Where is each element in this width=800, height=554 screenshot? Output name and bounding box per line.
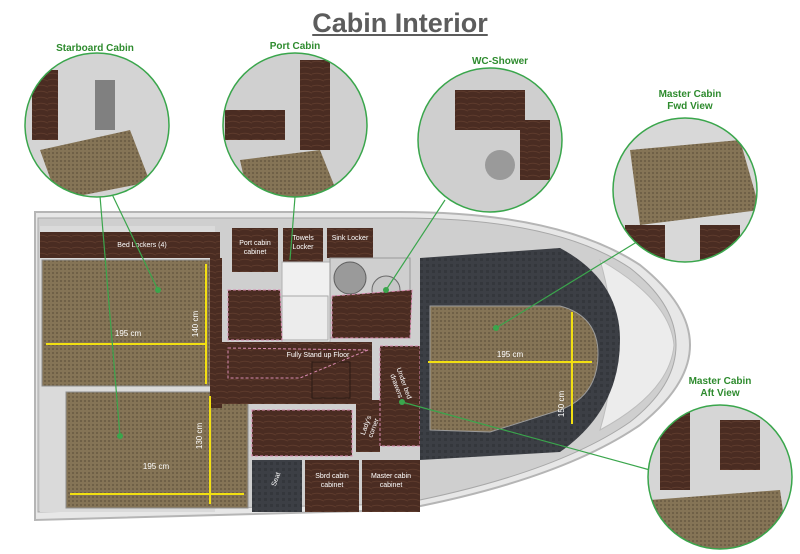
- leader-dots: [117, 287, 499, 439]
- sink-basin: [333, 261, 367, 295]
- dotted-panel-1: [227, 289, 283, 341]
- inset-master-fwd: [612, 117, 758, 263]
- port-cabin-cabinet-line1: Port cabin: [239, 240, 271, 247]
- upper-bed-length: 140 cm: [191, 311, 200, 338]
- master-bed-length: 150 cm: [557, 391, 566, 418]
- stairs: [281, 295, 329, 341]
- lower-bed-width: 195 cm: [143, 462, 170, 471]
- upper-bed-width: 195 cm: [115, 329, 142, 338]
- leader-lines: [99, 189, 651, 471]
- seat-label: Seat: [271, 471, 283, 487]
- dimensions: [46, 264, 592, 504]
- sink-locker: [327, 228, 373, 258]
- stbd-edge-wood: [210, 258, 222, 408]
- master-aft-view-label: Master Cabin Aft View: [688, 376, 752, 399]
- inset-starboard-cabin: [24, 52, 170, 198]
- upper-bed: [41, 259, 211, 387]
- inset-wc-shower: [417, 67, 563, 213]
- port-cabin-cabinet: [232, 228, 278, 272]
- port-cabin-cabinet-line2: cabinet: [244, 249, 267, 256]
- master-cabin-cabinet: [362, 460, 420, 512]
- floor-dotted: [227, 347, 369, 379]
- sbrd-cabin-cabinet: [305, 460, 359, 512]
- sink-locker-label: Sink Locker: [332, 235, 369, 242]
- fully-stand-up-label: Fully Stand up Floor: [287, 352, 350, 359]
- inset-port-cabin: [222, 52, 368, 198]
- page-title: Cabin Interior: [312, 8, 488, 38]
- starboard-cabin-label: Starboard Cabin: [56, 43, 134, 54]
- dotted-panel-2: [331, 289, 413, 339]
- towels-locker: [283, 228, 323, 262]
- bed-lockers: [40, 232, 220, 258]
- lower-bed-length: 130 cm: [195, 423, 204, 450]
- port-cabin-label: Port Cabin: [269, 41, 321, 52]
- port-cabin-cabinet-label: Port cabin cabinet: [239, 240, 271, 256]
- fully-stand-up-floor: [222, 342, 372, 404]
- lower-locker-left: [251, 409, 353, 457]
- bed-lockers-label: Bed Lockers (4): [117, 242, 166, 249]
- floor-hatch: [311, 361, 351, 399]
- master-fwd-view-label: Master Cabin Fwd View: [658, 89, 722, 112]
- ladys-corner: [356, 400, 380, 452]
- lower-bed: [65, 391, 249, 509]
- seat-area: [252, 460, 302, 512]
- master-bed: [429, 305, 599, 433]
- inset-master-aft: [647, 404, 793, 550]
- wc-shower-label: WC-Shower: [471, 56, 529, 67]
- master-bed-width: 195 cm: [497, 350, 524, 359]
